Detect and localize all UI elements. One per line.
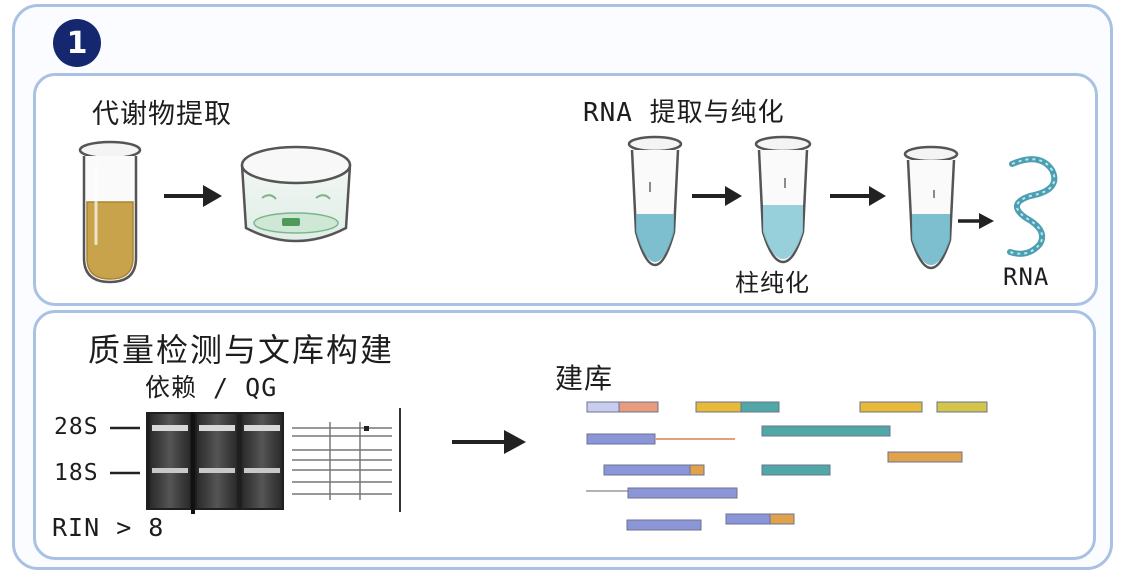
arrow-right-icon [958,213,994,229]
fragment-bar [695,401,742,413]
step-number-badge: 1 [53,19,101,67]
rin-threshold-label: RIN > 8 [52,513,165,542]
metabolite-extraction-title: 代谢物提取 [92,99,232,130]
qc-library-title: 质量检测与文库构建 [88,331,395,369]
qubit-qc-label: 依赖 / QG [145,373,278,402]
gel-image [146,412,284,514]
fragment-bar [761,464,831,476]
fragment-bar [936,401,988,413]
column-purification-label: 柱纯化 [735,269,810,297]
fragment-bar [725,513,771,525]
rna-product-label: RNA [1003,263,1050,291]
fragment-bar [603,464,691,476]
fragment-bar [586,433,656,445]
microtube-icon [627,135,683,267]
fragment-bar [689,464,705,476]
fragment-bar [626,519,702,531]
rna-strand-icon [1007,156,1058,257]
library-fragments [586,401,988,531]
arrow-right-icon [692,186,742,206]
fragment-bar [618,401,659,413]
rna-extraction-title: RNA 提取与纯化 [583,98,785,128]
marker-18s-label: 18S [54,460,99,486]
test-tube-icon [78,140,142,284]
arrow-right-icon [164,185,222,207]
microtube-icon [903,145,959,270]
arrow-right-icon [830,186,886,206]
petri-dish-icon [240,145,352,243]
spin-column-icon [754,135,812,264]
library-construction-label: 建库 [555,362,614,395]
arrow-right-icon [452,430,526,454]
metabolite-liquid [86,201,134,280]
qc-readout-sheet [292,408,401,512]
fragment-bar [761,425,891,437]
fragment-bar [627,487,738,499]
fragment-bar [887,451,963,463]
fragment-bar [859,401,923,413]
fragment-bar [769,513,795,525]
marker-28s-label: 28S [54,414,99,440]
fragment-bar [740,401,780,413]
fragment-bar [586,401,620,413]
